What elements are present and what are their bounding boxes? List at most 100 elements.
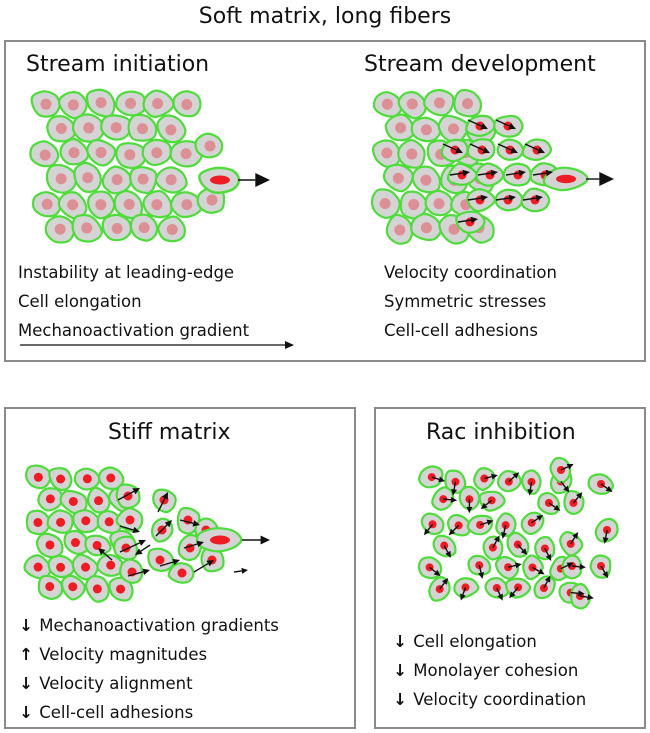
velocity-arrow [507, 564, 516, 568]
velocity-arrow [478, 565, 482, 573]
velocity-arrow [477, 172, 492, 176]
initiation-line: Cell elongation [18, 292, 142, 311]
velocity-arrowhead [438, 476, 446, 483]
cell-nucleus [92, 584, 102, 594]
development-line: Velocity coordination [384, 263, 557, 282]
velocity-arrowhead [510, 147, 518, 154]
velocity-arrowhead [587, 594, 594, 601]
velocity-arrow [485, 499, 493, 506]
velocity-arrow [119, 525, 134, 531]
velocity-arrowhead [509, 591, 516, 599]
velocity-arrow [505, 172, 520, 176]
stiff-line: Mechanoactivation gradients [39, 616, 279, 635]
cell-nucleus [33, 562, 43, 572]
velocity-arrow [496, 587, 501, 596]
cell-nucleus [116, 584, 126, 594]
cell-nucleus [151, 147, 163, 159]
velocity-arrowhead [497, 593, 503, 601]
velocity-arrowhead [493, 535, 500, 543]
velocity-arrowhead [518, 169, 526, 177]
velocity-arrowhead [470, 216, 478, 224]
velocity-arrowhead [535, 194, 543, 202]
velocity-arrow [159, 561, 174, 567]
velocity-arrowhead [605, 485, 613, 492]
velocity-arrowhead [486, 519, 494, 526]
velocity-arrowhead [563, 485, 570, 493]
velocity-arrow [531, 517, 539, 524]
velocity-arrow [117, 490, 135, 501]
velocity-arrow [127, 571, 144, 577]
velocity-arrowhead [514, 562, 522, 569]
cell-nucleus [82, 474, 92, 484]
velocity-arrowhead [255, 173, 270, 187]
velocity-arrowhead [142, 568, 150, 576]
velocity-arrowhead [164, 520, 172, 528]
rac-line: Velocity coordination [413, 690, 587, 709]
rac-line: Cell elongation [413, 632, 537, 651]
cell-nucleus [556, 174, 576, 184]
velocity-arrowhead [599, 172, 614, 186]
velocity-arrow [469, 143, 484, 151]
velocity-arrow [457, 219, 472, 223]
velocity-arrow [524, 143, 539, 151]
stiff-line: Velocity alignment [39, 674, 193, 693]
cell-nucleus [106, 560, 116, 570]
initiation-line: Instability at leading-edge [18, 263, 235, 282]
down-arrow-icon: ↓ [393, 632, 407, 651]
development-line: Symmetric stresses [384, 292, 547, 311]
velocity-arrow [495, 197, 510, 201]
stiff-matrix-cells [23, 464, 270, 603]
cell-nucleus [125, 515, 135, 525]
velocity-arrow [512, 586, 519, 594]
cell-nucleus [381, 98, 393, 110]
cell-nucleus [55, 122, 67, 134]
cell-nucleus [95, 97, 107, 109]
cell-nucleus [70, 538, 80, 548]
velocity-arrowhead [579, 563, 586, 570]
velocity-arrow [467, 119, 482, 127]
velocity-arrowhead [450, 496, 458, 503]
velocity-arrow [548, 502, 556, 508]
cell-nucleus [165, 174, 177, 186]
velocity-arrowhead [572, 532, 579, 539]
cell-nucleus [406, 148, 418, 160]
cell-nucleus [67, 99, 79, 111]
velocity-arrowhead [491, 473, 498, 480]
cell-nucleus [137, 173, 149, 185]
velocity-arrowhead [192, 520, 200, 527]
velocity-arrowhead [138, 539, 146, 546]
velocity-arrowhead [455, 147, 463, 154]
velocity-arrow [579, 595, 588, 598]
velocity-arrowhead [553, 504, 561, 511]
velocity-arrow [102, 551, 113, 561]
down-arrow-icon: ↓ [19, 703, 33, 722]
velocity-arrow [571, 565, 580, 568]
velocity-arrow [570, 537, 576, 545]
velocity-arrow [467, 197, 482, 201]
velocity-arrow [183, 543, 198, 549]
cell-nucleus [123, 198, 135, 210]
cell-nucleus [111, 174, 123, 186]
velocity-arrowhead [527, 488, 534, 496]
cell-nucleus [204, 140, 216, 152]
down-arrow-icon: ↓ [19, 674, 33, 693]
velocity-arrow [560, 466, 569, 471]
velocity-arrow [522, 197, 537, 201]
velocity-arrowhead [260, 535, 270, 545]
cell-nucleus [67, 199, 79, 211]
cell-nucleus [40, 98, 52, 110]
velocity-arrowhead [423, 528, 431, 536]
cell-nucleus [381, 147, 393, 159]
velocity-arrow [431, 476, 440, 481]
cell-nucleus [137, 123, 149, 135]
cell-nucleus [408, 199, 420, 211]
cell-nucleus [95, 147, 107, 159]
velocity-arrowhead [545, 169, 553, 177]
velocity-arrow [462, 587, 467, 595]
velocity-arrow [157, 497, 166, 513]
velocity-arrow [560, 564, 569, 570]
velocity-arrowhead [578, 590, 585, 597]
velocity-arrowhead [508, 194, 516, 202]
velocity-arrowhead [445, 550, 451, 558]
